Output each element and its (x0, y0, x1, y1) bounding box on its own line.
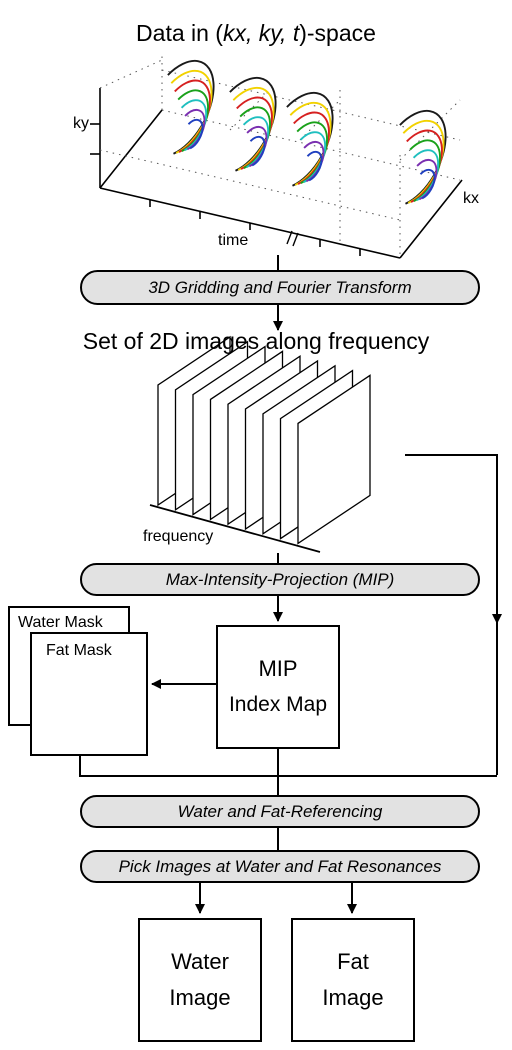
spiral-arm (177, 89, 209, 152)
spiral-arm (299, 131, 327, 184)
water-image-line2: Image (169, 985, 231, 1010)
fat-mask-box: Fat Mask (30, 632, 148, 756)
mip-step: Max-Intensity-Projection (MIP) (80, 563, 480, 596)
spiral-group (286, 91, 334, 187)
mip-map-line2: Index Map (228, 693, 328, 716)
spiral-arm (416, 158, 438, 201)
spiral-arm (232, 86, 275, 171)
referencing-step: Water and Fat-Referencing (80, 795, 480, 828)
spiral-arm (184, 108, 206, 151)
kspace-grid-dots (99, 55, 461, 258)
gridding-step: 3D Gridding and Fourier Transform (80, 270, 480, 305)
spiral-arm (229, 76, 277, 172)
mip-map-line1: MIP (258, 656, 298, 681)
spiral-arm (399, 109, 447, 205)
fat-image-line1: Fat (337, 949, 369, 974)
bypass-line (405, 454, 498, 775)
spiral-arm (236, 96, 273, 170)
spiral-arm (306, 150, 323, 182)
merge-lines (79, 748, 497, 795)
spiral-arm (296, 121, 328, 184)
kx-axis (399, 179, 463, 259)
spiral-arm (170, 69, 213, 154)
images-set-title: Set of 2D images along frequency (82, 328, 430, 354)
ky-label: ky (73, 115, 89, 132)
water-image-box: Water Image (138, 918, 262, 1042)
frequency-axis (149, 504, 321, 553)
kspace-axes (90, 88, 463, 259)
kx-label: kx (463, 190, 479, 207)
spiral-arm (303, 140, 325, 183)
kspace-title: Data in (kx, ky, t)-space (136, 20, 376, 46)
spiral-arm (167, 59, 215, 155)
spiral-arm (246, 125, 268, 168)
spiral-arm (409, 139, 441, 202)
frequency-label: frequency (143, 528, 214, 545)
spiral-arm (293, 111, 330, 185)
fat-mask-label: Fat Mask (46, 642, 112, 659)
spiral-arm (187, 118, 204, 150)
spiral-arm (419, 168, 436, 200)
spiral-arm (180, 99, 208, 152)
spiral-arm (289, 101, 332, 186)
spiral-arm (242, 116, 270, 169)
spiral-arm (402, 119, 445, 204)
spiral-arm (412, 149, 440, 202)
spiral-trajectories (167, 59, 447, 205)
mip-index-map-box: MIP Index Map (216, 625, 340, 749)
fat-image-box: Fat Image (291, 918, 415, 1042)
spiral-arm (286, 91, 334, 187)
time-label: time (218, 232, 249, 249)
spiral-group (167, 59, 215, 155)
pick-step: Pick Images at Water and Fat Resonances (80, 850, 480, 883)
spiral-arm (239, 106, 271, 169)
spiral-arm (406, 129, 443, 203)
fat-image-line2: Image (322, 985, 384, 1010)
water-image-line1: Water (171, 949, 229, 974)
spiral-arm (249, 135, 266, 167)
frequency-image-stack (157, 335, 371, 545)
water-mask-label: Water Mask (18, 614, 103, 631)
frequency-image-plane (297, 374, 371, 545)
spiral-arm (174, 79, 211, 153)
spiral-group (229, 76, 277, 172)
spiral-group (399, 109, 447, 205)
